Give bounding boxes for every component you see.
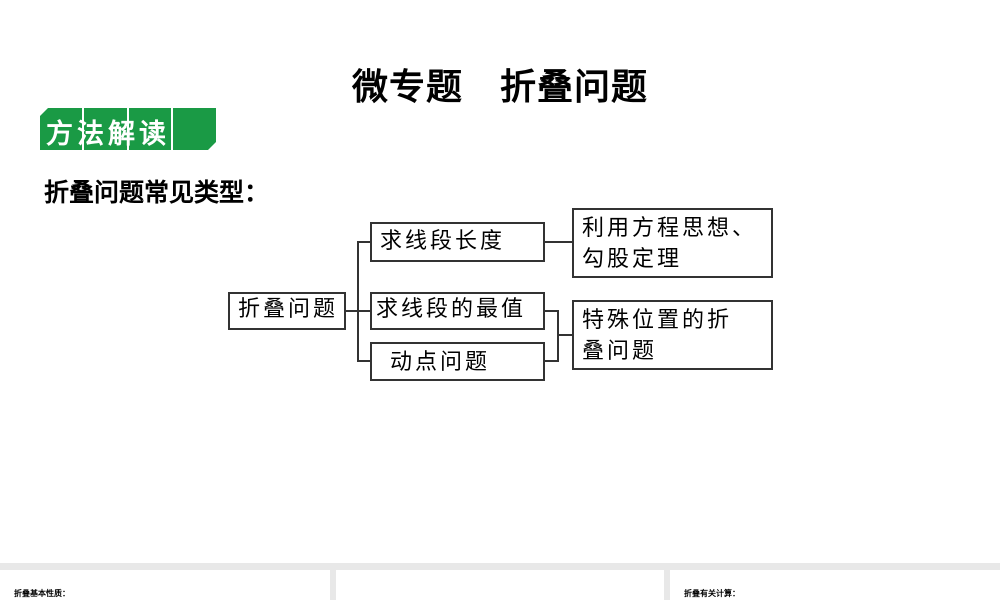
- thumbnail-panel[interactable]: 折叠有关计算：: [670, 570, 1000, 600]
- connector: [557, 334, 572, 336]
- connector: [346, 310, 358, 312]
- diagram-method: 利用方程思想、勾股定理: [572, 208, 773, 278]
- diagram-branch: 求线段的最值: [370, 292, 545, 330]
- thumbnail-panel[interactable]: 折叠基本性质：: [0, 570, 330, 600]
- connector: [557, 310, 559, 362]
- diagram-branch: 求线段长度: [370, 222, 545, 262]
- badge-divider: [171, 108, 173, 150]
- connector: [545, 310, 558, 312]
- diagram-method: 特殊位置的折叠问题: [572, 300, 773, 370]
- section-badge-label: 方法解读: [46, 119, 170, 150]
- badge-divider: [82, 108, 84, 150]
- badge-divider: [127, 108, 129, 150]
- connector: [357, 241, 359, 362]
- thumbnail-panel[interactable]: [336, 570, 664, 600]
- connector: [545, 360, 558, 362]
- connector: [357, 360, 370, 362]
- connector: [357, 241, 370, 243]
- diagram-branch: 动点问题: [370, 342, 545, 381]
- thumbnail-label: 折叠有关计算：: [684, 589, 740, 598]
- section-subtitle: 折叠问题常见类型：: [44, 178, 270, 207]
- connector: [545, 241, 572, 243]
- connector: [357, 310, 370, 312]
- section-badge: [40, 108, 216, 150]
- diagram-root: 折叠问题: [228, 292, 346, 330]
- thumbnail-label: 折叠基本性质：: [14, 589, 70, 598]
- page-title: 微专题 折叠问题: [351, 67, 648, 108]
